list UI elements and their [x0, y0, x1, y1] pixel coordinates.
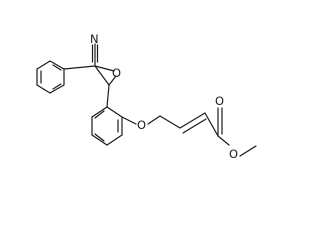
epoxide-aryl-bond [106, 84, 110, 108]
phenyl-epoxide-bond [63, 65, 96, 70]
nitrile-group [91, 43, 99, 67]
epoxide-ring [94, 65, 117, 86]
butenoate-chain [159, 112, 219, 137]
aryl-ether-bond [121, 116, 137, 125]
ester-oxygen-label: O [229, 147, 238, 161]
epoxide-oxygen-label: O [112, 66, 121, 80]
methyl-ester [217, 107, 257, 157]
nitrile-nitrogen-label: N [90, 32, 99, 46]
carbonyl-oxygen-label: O [215, 94, 224, 108]
ether-oxygen-label: O [137, 118, 146, 132]
chemical-structure-diagram: N O O O O [36, 32, 257, 161]
benzene-ring [91, 106, 123, 146]
ether-ch2-bond [147, 115, 161, 125]
phenyl-ring [36, 60, 65, 94]
